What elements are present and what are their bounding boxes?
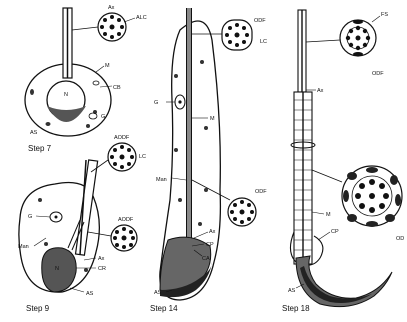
step18-upper-cross-section <box>306 20 376 56</box>
step14-label-as: AS <box>154 290 162 296</box>
step-14-panel: ODF LC G M Man ODF Ax CP CA AS Step 14 <box>150 8 267 313</box>
step7-label-alc: ALC <box>136 15 147 21</box>
step7-label-n: N <box>64 92 68 98</box>
step14-label-m: M <box>210 116 215 122</box>
step7-axoneme-cross-section <box>72 13 126 41</box>
step14-lower-cross-section <box>192 180 256 226</box>
step9-label-aodf: AODF <box>114 135 130 141</box>
step14-title: Step 14 <box>150 304 178 313</box>
step9-nucleus <box>42 248 76 292</box>
step14-label-man: Man <box>156 177 167 183</box>
step7-title: Step 7 <box>28 144 52 153</box>
step9-title: Step 9 <box>26 304 50 313</box>
step9-label-man: Man <box>18 244 29 250</box>
step14-label-ax: Ax <box>209 229 216 235</box>
step7-label-g: G <box>101 114 105 120</box>
step9-label-as: AS <box>86 291 94 297</box>
step14-label-odf: ODF <box>254 18 266 24</box>
step9-label-ax: Ax <box>98 256 105 262</box>
step18-title: Step 18 <box>282 304 310 313</box>
step9-label-cr: CR <box>98 266 106 272</box>
step14-label-g: G <box>154 100 158 106</box>
step14-label-cp: CP <box>206 242 214 248</box>
step-9-panel: AODF LC G AODF Man Ax N CR AS Step 9 <box>18 135 146 313</box>
step18-label-cp: CP <box>331 229 339 235</box>
step14-nucleus <box>160 237 211 292</box>
step9-label-g: G <box>28 214 32 220</box>
step-18-panel: FS ODF Ax M CP OD AS Step 18 <box>282 10 404 313</box>
step7-label-cb: CB <box>113 85 121 91</box>
step14-upper-cross-section <box>192 20 252 50</box>
step9-upper-cross-section <box>91 143 136 172</box>
step18-label-odf: ODF <box>372 71 384 77</box>
step14-label-ca: CA <box>202 256 210 262</box>
step18-label-od: OD <box>396 236 404 242</box>
step7-label-ax: Ax <box>108 5 115 11</box>
step9-lower-cross-section <box>88 225 137 251</box>
step7-label-m: M <box>105 63 110 69</box>
step-7-panel: Ax ALC M CB N G AS Step 7 <box>25 5 147 153</box>
step18-label-m: M <box>326 212 331 218</box>
step9-label-lc: LC <box>139 154 146 160</box>
step14-label-lc: LC <box>260 39 267 45</box>
step9-label-aodf2: AODF <box>118 217 134 223</box>
step7-label-as: AS <box>30 130 38 136</box>
step14-label-odf2: ODF <box>255 189 267 195</box>
step9-label-n: N <box>55 266 59 272</box>
step9-flagellum <box>75 160 97 255</box>
step18-label-fs: FS <box>381 12 388 18</box>
step18-label-ax: Ax <box>317 88 324 94</box>
step18-label-as: AS <box>288 288 296 294</box>
